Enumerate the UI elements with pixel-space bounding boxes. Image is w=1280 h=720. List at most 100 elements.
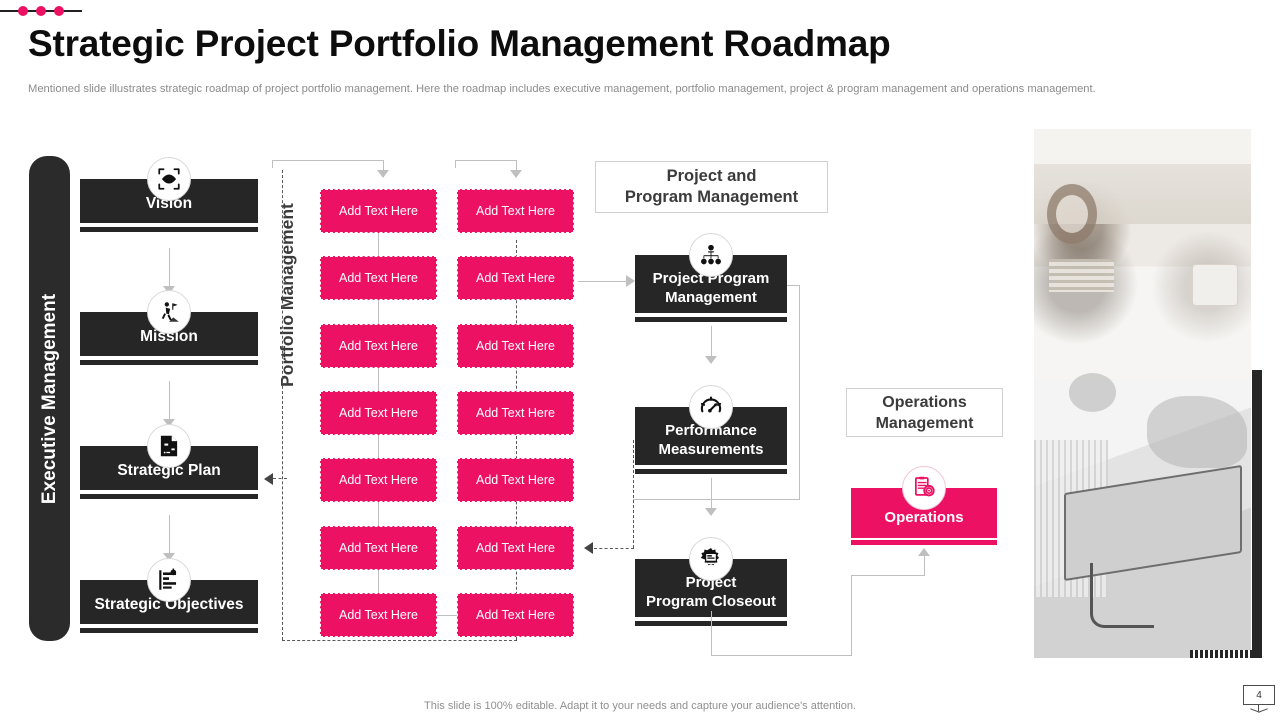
footer-note: This slide is 100% editable. Adapt it to… — [424, 700, 856, 712]
photo-hand-upper — [1068, 373, 1117, 413]
photo-bottom-strip — [1190, 650, 1252, 658]
node-performance-card: Performance Measurements — [635, 407, 787, 465]
portfolio-a-item-4[interactable]: Add Text Here — [320, 391, 437, 435]
portfolio-b-item-1[interactable]: Add Text Here — [457, 189, 574, 233]
portfolio-b-item-2-label: Add Text Here — [476, 271, 555, 285]
deco-dot-2 — [36, 6, 46, 16]
portfolio-b-item-5[interactable]: Add Text Here — [457, 458, 574, 502]
program-management-plate: Project and Program Management — [595, 161, 828, 213]
feedback-dash-vertical — [633, 440, 634, 548]
portfolio-a-item-7[interactable]: Add Text Here — [320, 593, 437, 637]
plan-document-icon — [147, 424, 191, 468]
exec-connector-3 — [169, 515, 170, 555]
page-number-badge: 4 — [1243, 685, 1275, 713]
portfolio-inflow-b-horizontal — [455, 160, 517, 161]
exec-connector-2 — [169, 381, 170, 421]
portfolio-a-item-1[interactable]: Add Text Here — [320, 189, 437, 233]
portfolio-a-item-3[interactable]: Add Text Here — [320, 324, 437, 368]
portfolio-a-item-3-label: Add Text Here — [339, 339, 418, 353]
portfolio-a-item-1-label: Add Text Here — [339, 204, 418, 218]
feedback-dash-to-strategic-plan — [273, 478, 287, 479]
photo-right-edge-bar — [1252, 370, 1262, 658]
photo-hands-document — [1034, 373, 1251, 658]
portfolio-b-item-3[interactable]: Add Text Here — [457, 324, 574, 368]
photo-clock — [1047, 184, 1097, 244]
executive-management-rail-label: Executive Management — [38, 293, 60, 504]
portfolio-b-item-6[interactable]: Add Text Here — [457, 526, 574, 570]
portfolio-inflow-a-horizontal — [272, 160, 384, 161]
portfolio-column-b-dashed-connector — [516, 240, 517, 640]
operations-plate-line1: Operations — [882, 393, 967, 411]
exec-connector-1 — [169, 248, 170, 288]
portfolio-frame-bottom — [282, 640, 517, 641]
operations-inflow-bottom — [711, 655, 852, 656]
decorative-dot-bar — [0, 5, 82, 17]
executive-management-rail: Executive Management — [29, 156, 70, 641]
program-loop-vertical — [799, 285, 800, 500]
page-subtitle: Mentioned slide illustrates strategic ro… — [28, 83, 1096, 95]
node-vision-underline — [80, 227, 258, 232]
photo-cord — [1090, 563, 1155, 628]
photo-books — [1049, 259, 1115, 292]
portfolio-b-item-3-label: Add Text Here — [476, 339, 555, 353]
node-operations-label: Operations — [884, 508, 964, 526]
portfolio-inflow-b-arrow — [510, 170, 522, 178]
portfolio-a-item-4-label: Add Text Here — [339, 406, 418, 420]
node-closeout-line1: Project — [685, 574, 737, 591]
node-ppm-underline — [635, 317, 787, 322]
portfolio-b-item-7[interactable]: Add Text Here — [457, 593, 574, 637]
node-ppm-line2: Management — [665, 289, 757, 306]
portfolio-a-item-2[interactable]: Add Text Here — [320, 256, 437, 300]
page-title: Strategic Project Portfolio Management R… — [28, 23, 891, 64]
page-badge-leg-right — [1258, 708, 1268, 713]
page-number-value: 4 — [1256, 689, 1262, 701]
decorative-photo-panel — [1034, 129, 1251, 658]
portfolio-a-item-7-label: Add Text Here — [339, 608, 418, 622]
page-number-screen-icon: 4 — [1243, 685, 1275, 705]
feedback-dash-horizontal — [594, 548, 634, 549]
operations-inflow-mid-vertical — [851, 575, 852, 655]
portfolio-a-item-6[interactable]: Add Text Here — [320, 526, 437, 570]
portfolio-b-item-7-label: Add Text Here — [476, 608, 555, 622]
node-mission-label: Mission — [140, 328, 198, 345]
node-mission-card: Mission — [80, 312, 258, 356]
portfolio-inflow-b-stub — [455, 160, 456, 168]
node-strategic-objectives-label: Strategic Objectives — [94, 596, 244, 613]
operations-inflow-right-vertical — [924, 556, 925, 576]
portfolio-a-item-2-label: Add Text Here — [339, 271, 418, 285]
photo-cup — [1192, 264, 1238, 306]
exec-arrow-2 — [163, 419, 175, 427]
node-mission-underline — [80, 360, 258, 365]
feedback-arrow-to-portfolio — [584, 542, 593, 554]
operations-inflow-left-vertical — [711, 611, 712, 656]
portfolio-frame-left — [282, 170, 283, 640]
clipboard-target-icon — [902, 466, 946, 510]
exec-arrow-3 — [163, 553, 175, 561]
gear-settings-icon — [689, 537, 733, 581]
node-strategic-objectives-underline — [80, 628, 258, 633]
program-inflow-arrow — [626, 275, 635, 287]
portfolio-b-item-2[interactable]: Add Text Here — [457, 256, 574, 300]
photo-hand — [1146, 395, 1247, 469]
page-badge-leg — [1258, 705, 1260, 711]
program-loop-top — [787, 285, 800, 286]
program-arrow-1 — [705, 356, 717, 364]
portfolio-a-item-5[interactable]: Add Text Here — [320, 458, 437, 502]
program-loop-bottom — [633, 499, 800, 500]
photo-desk-warm — [1034, 129, 1251, 379]
feedback-arrow-to-strategic-plan — [264, 473, 273, 485]
org-chart-icon — [689, 233, 733, 277]
operations-management-plate: Operations Management — [846, 388, 1003, 437]
operations-inflow-arrow — [918, 548, 930, 556]
node-strategic-plan-label: Strategic Plan — [117, 462, 221, 479]
node-closeout-card: Project Program Closeout — [635, 559, 787, 617]
program-arrow-2 — [705, 508, 717, 516]
portfolio-a-item-5-label: Add Text Here — [339, 473, 418, 487]
program-inflow-line — [578, 281, 628, 282]
eye-focus-icon — [147, 157, 191, 201]
portfolio-inflow-a-vertical — [383, 160, 384, 172]
portfolio-b-item-4[interactable]: Add Text Here — [457, 391, 574, 435]
climber-flag-icon — [147, 290, 191, 334]
program-connector-2 — [711, 478, 712, 510]
program-plate-line2: Program Management — [624, 188, 799, 206]
